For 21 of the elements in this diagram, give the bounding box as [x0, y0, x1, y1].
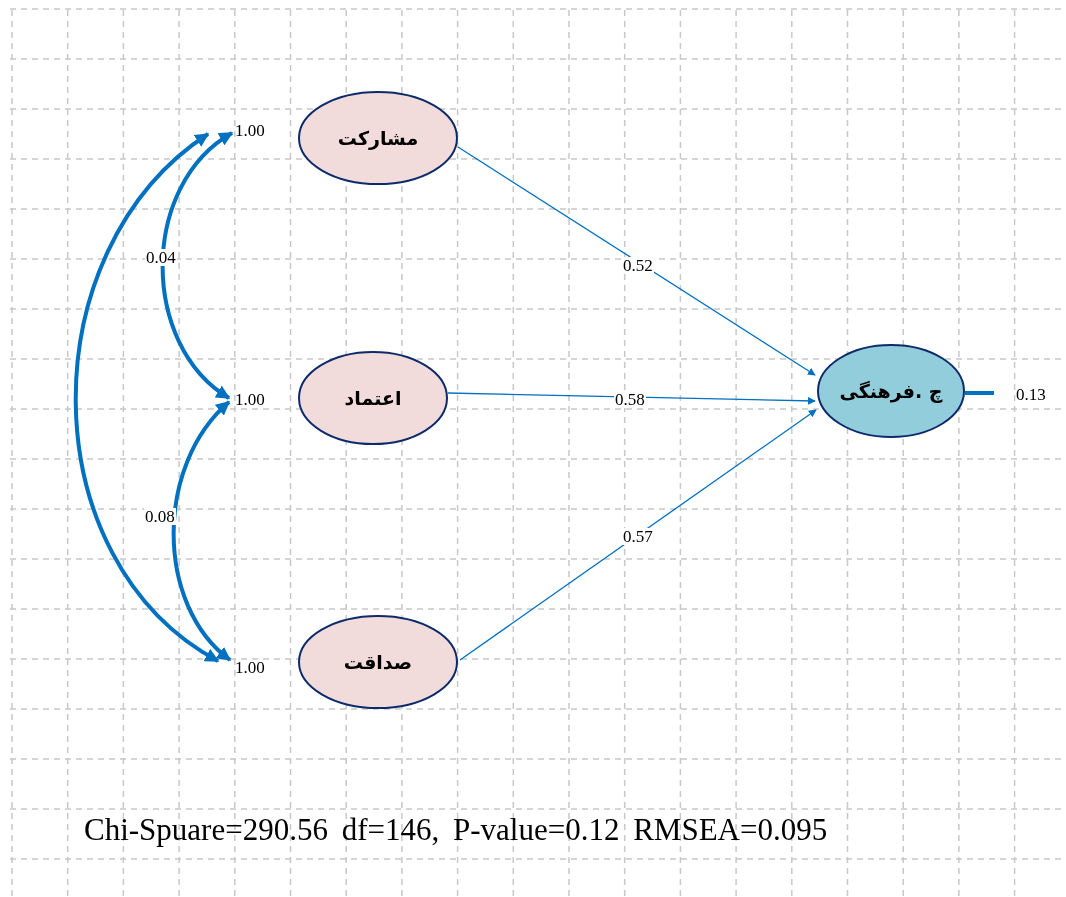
- variance-value: 1.00: [235, 391, 265, 408]
- latent-variable-ellipse: مشارکت: [298, 91, 458, 185]
- arrow: [171, 400, 232, 662]
- edge-label: 0.04: [145, 249, 177, 266]
- error-line: [965, 391, 994, 395]
- arrow: [459, 409, 817, 661]
- edge-label: 0.52: [622, 257, 654, 274]
- edge-label: 0.08: [144, 508, 176, 525]
- fit-statistics: Chi-Spuare=290.56 df=146, P-value=0.12 RMSEA=0.095: [84, 814, 828, 845]
- latent-variable-ellipse: چ .فرهنگی: [817, 344, 965, 438]
- variance-value: 1.00: [235, 659, 265, 676]
- arrow: [447, 392, 816, 405]
- arrow: [160, 131, 234, 400]
- edge-label: 0.58: [614, 391, 646, 408]
- variance-value: 1.00: [235, 122, 265, 139]
- latent-variable-ellipse: اعتماد: [298, 351, 448, 445]
- latent-variable-ellipse: صداقت: [298, 615, 458, 709]
- arrow: [457, 146, 816, 376]
- variance-value: 0.13: [1016, 386, 1046, 403]
- edge-label: 0.57: [622, 528, 654, 545]
- arrow: [73, 132, 220, 663]
